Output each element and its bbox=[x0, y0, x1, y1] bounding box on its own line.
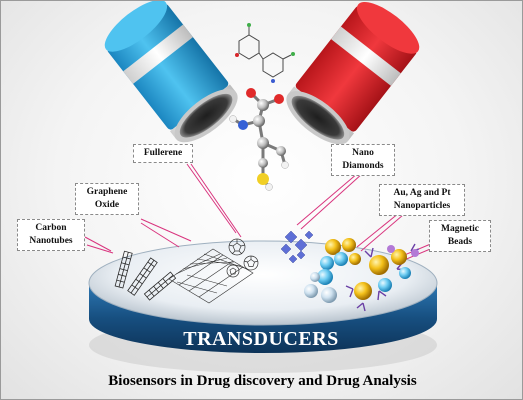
label-carbon-nanotubes: Carbon Nanotubes bbox=[17, 219, 85, 251]
skeletal-molecule bbox=[235, 23, 295, 83]
platform-title: TRANSDUCERS bbox=[183, 328, 339, 350]
label-metal-nanoparticles: Au, Ag and Pt Nanoparticles bbox=[379, 184, 465, 216]
nano-diamonds bbox=[280, 230, 314, 264]
figure-caption: Biosensors in Drug discovery and Drug An… bbox=[108, 373, 417, 389]
label-graphene-oxide: Graphene Oxide bbox=[75, 183, 139, 215]
blue-capsule bbox=[104, 1, 238, 143]
carbon-nanotubes bbox=[114, 250, 177, 301]
transducer-platform bbox=[88, 240, 438, 373]
label-fullerene: Fullerene bbox=[133, 144, 193, 163]
fullerenes bbox=[226, 238, 259, 278]
label-magnetic-beads: Magnetic Beads bbox=[429, 220, 491, 252]
red-capsule bbox=[286, 1, 420, 145]
metal-nanoparticles bbox=[304, 238, 361, 303]
label-nano-diamonds: Nano Diamonds bbox=[331, 144, 395, 176]
ball-stick-molecule bbox=[229, 88, 289, 191]
magnetic-beads bbox=[345, 243, 420, 312]
